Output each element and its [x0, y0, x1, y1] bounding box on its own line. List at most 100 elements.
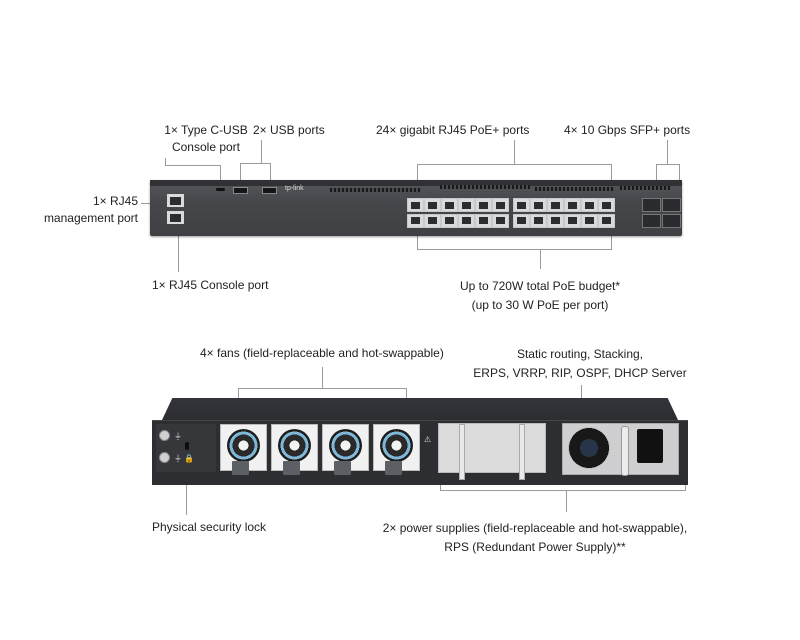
- psu-slot-handle[interactable]: [459, 424, 465, 480]
- usb-callout-line: [240, 163, 241, 185]
- poe-budget-label-line1: Up to 720W total PoE budget*: [459, 279, 621, 293]
- psu-fan: [568, 427, 610, 469]
- features-label-line2: ERPS, VRRP, RIP, OSPF, DHCP Server: [473, 366, 687, 380]
- chassis-top-surface: [162, 398, 678, 420]
- rj45-poe-port: [547, 214, 564, 228]
- rj45-callout-line: [611, 164, 612, 194]
- fan-handle[interactable]: [283, 461, 300, 475]
- power-supplies-label-line2: RPS (Redundant Power Supply)**: [444, 540, 626, 554]
- type-c-console-label-line2: Console port: [171, 140, 241, 154]
- rj45-poe-port: [513, 198, 530, 212]
- ground-plate: ⏚ ⏚ 🔒: [156, 424, 216, 472]
- security-lock-label: Physical security lock: [152, 520, 267, 534]
- sfp-callout-line: [667, 140, 668, 164]
- rj45-callout-line: [417, 164, 418, 194]
- power-supplies-label: 2× power supplies (field-replaceable and…: [370, 519, 700, 557]
- fan-handle[interactable]: [334, 461, 351, 475]
- rj45-poe-port: [492, 214, 509, 228]
- features-label-line1: Static routing, Stacking,: [516, 347, 644, 361]
- poe-budget-callout-line: [540, 249, 541, 269]
- vent-grill: [440, 185, 530, 189]
- vent-grill: [620, 186, 670, 190]
- rj45-poe-port: [530, 198, 547, 212]
- rj45-console-port-label: 1× RJ45 Console port: [152, 278, 269, 292]
- rj45-poe-port: [475, 198, 492, 212]
- rj45-poe-port: [598, 214, 615, 228]
- sfp-port-3: [662, 198, 681, 212]
- rj45-management-port: [167, 194, 184, 207]
- type-c-callout-line: [165, 165, 221, 166]
- rj45-poe-port: [407, 214, 424, 228]
- ground-icon: ⏚: [174, 432, 182, 441]
- usb-port-2: [262, 187, 277, 194]
- power-supply-slot-blank[interactable]: [438, 423, 546, 480]
- rj45-poe-port: [475, 214, 492, 228]
- security-lock-callout-line: [186, 475, 187, 515]
- chassis-top-edge: [150, 180, 682, 186]
- fan-handle[interactable]: [232, 461, 249, 475]
- type-c-console-label: 1× Type C-USB Console port: [150, 122, 262, 156]
- vent-grill: [330, 188, 420, 192]
- usb-callout-line: [240, 163, 270, 164]
- sfp-port-1: [642, 198, 661, 212]
- usb-callout-line: [270, 163, 271, 185]
- rj45-poe-port: [407, 198, 424, 212]
- features-label: Static routing, Stacking, ERPS, VRRP, RI…: [455, 345, 705, 383]
- switch-front-panel: tp-link: [150, 180, 682, 236]
- power-supplies-label-line1: 2× power supplies (field-replaceable and…: [382, 521, 688, 535]
- rj45-poe-port: [424, 198, 441, 212]
- rj45-poe-port: [441, 198, 458, 212]
- psu-handle[interactable]: [621, 426, 629, 476]
- sfp-callout-line: [656, 164, 680, 165]
- rj45-poe-port: [564, 214, 581, 228]
- warning-icon: ⚠: [424, 435, 432, 444]
- security-lock-slot[interactable]: [185, 442, 189, 450]
- features-callout-line: [581, 385, 582, 405]
- poe-budget-callout-line: [417, 228, 418, 249]
- power-supplies-callout-line: [566, 490, 567, 512]
- console-callout-line: [178, 232, 179, 272]
- rj45-poe-port: [441, 214, 458, 228]
- type-c-callout-line: [165, 158, 166, 165]
- rj45-callout-line: [417, 164, 612, 165]
- brand-logo: tp-link: [285, 185, 304, 192]
- type-c-console-label-line1: 1× Type C-USB: [164, 123, 248, 137]
- poe-budget-callout-line: [417, 249, 612, 250]
- fans-label: 4× fans (field-replaceable and hot-swapp…: [200, 346, 444, 360]
- rj45-poe-port: [458, 198, 475, 212]
- rj45-poe-port: [581, 214, 598, 228]
- type-c-callout-line: [220, 165, 221, 185]
- sfp-callout-line: [679, 164, 680, 186]
- sfp-ports-label: 4× 10 Gbps SFP+ ports: [564, 123, 691, 137]
- power-supplies-callout-line: [440, 490, 686, 491]
- ground-screw: [159, 452, 170, 463]
- psu-slot-handle[interactable]: [519, 424, 525, 480]
- rj45-poe-port: [513, 214, 530, 228]
- fan-icon: [380, 429, 413, 462]
- poe-budget-label-line2: (up to 30 W PoE per port): [471, 298, 609, 312]
- usb-ports-label: 2× USB ports: [253, 123, 325, 137]
- rj45-poe-port: [458, 214, 475, 228]
- fan-handle[interactable]: [385, 461, 402, 475]
- rj45-poe-port: [598, 198, 615, 212]
- power-supply-module[interactable]: [562, 423, 679, 476]
- mgmt-port-label-line1: 1× RJ45: [92, 194, 138, 208]
- power-socket[interactable]: [637, 429, 663, 463]
- switch-rear-panel: ⏚ ⏚ 🔒 ⚠: [152, 420, 688, 485]
- fan-icon: [227, 429, 260, 462]
- vent-grill: [535, 187, 615, 191]
- usb-c-console-port: [216, 188, 225, 191]
- sfp-callout-line: [656, 164, 657, 186]
- sfp-port-2: [642, 214, 661, 228]
- usb-port-1: [233, 187, 248, 194]
- rj45-poe-port: [581, 198, 598, 212]
- fans-callout-line: [238, 388, 407, 389]
- poe-budget-callout-line: [611, 228, 612, 249]
- poe-budget-label: Up to 720W total PoE budget* (up to 30 W…: [420, 277, 660, 315]
- rj45-poe-ports-label: 24× gigabit RJ45 PoE+ ports: [376, 123, 530, 137]
- rj45-callout-line: [514, 140, 515, 164]
- usb-callout-line: [261, 140, 262, 163]
- fan-icon: [329, 429, 362, 462]
- fans-callout-line: [322, 367, 323, 388]
- sfp-port-4: [662, 214, 681, 228]
